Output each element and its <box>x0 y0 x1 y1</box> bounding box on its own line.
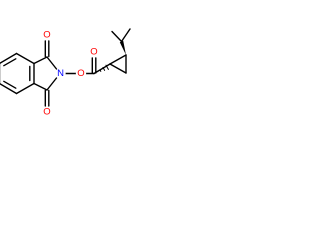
imide-ring <box>33 40 58 107</box>
cyclopropane-ring <box>109 54 127 74</box>
atom-label: O <box>90 47 97 58</box>
bond-carbonyl-bottom-n <box>46 77 58 91</box>
bond-c6-c1 <box>15 52 35 65</box>
molecule-diagram: O O N O O <box>0 28 131 118</box>
stereo-bold-wedge <box>119 40 126 55</box>
hash-1 <box>99 69 102 72</box>
atom-label: N <box>57 68 64 79</box>
bond-c2-carbonyl-bottom <box>33 82 48 91</box>
atom-o-imide-top: O <box>41 30 53 41</box>
atom-label: O <box>43 107 50 118</box>
isopropyl-group <box>111 28 131 43</box>
ester-linkage <box>61 57 111 75</box>
bond-cp3-cp1 <box>109 54 127 65</box>
benzene-ring <box>0 52 35 95</box>
bond-c3-c4 <box>0 82 18 95</box>
hash-2 <box>102 67 106 71</box>
aromatic-inner-bond-3 <box>3 58 17 67</box>
hash-3 <box>105 64 109 70</box>
aromatic-inner-bond-2 <box>3 80 17 89</box>
bond-c1-carbonyl-top <box>33 56 48 65</box>
bond-carbonyl-cyclopropyl <box>93 63 111 75</box>
bond-ch-methyl-right <box>120 28 131 43</box>
bond-ch-methyl-left <box>111 30 123 43</box>
bond-cp1-cp2 <box>109 63 127 74</box>
atom-label: O <box>43 30 50 41</box>
bond-c5-c6 <box>0 52 18 65</box>
atom-n-imide: N <box>55 68 66 79</box>
stereo-hashed-wedge <box>99 64 109 72</box>
atom-o-ester-link: O <box>75 68 87 79</box>
bond-carbonyl-top-n <box>46 56 58 70</box>
bond-c2-c3 <box>15 82 35 95</box>
atom-label: O <box>77 68 84 79</box>
atom-o-carbonyl: O <box>88 47 100 58</box>
atom-o-imide-bottom: O <box>41 107 53 118</box>
